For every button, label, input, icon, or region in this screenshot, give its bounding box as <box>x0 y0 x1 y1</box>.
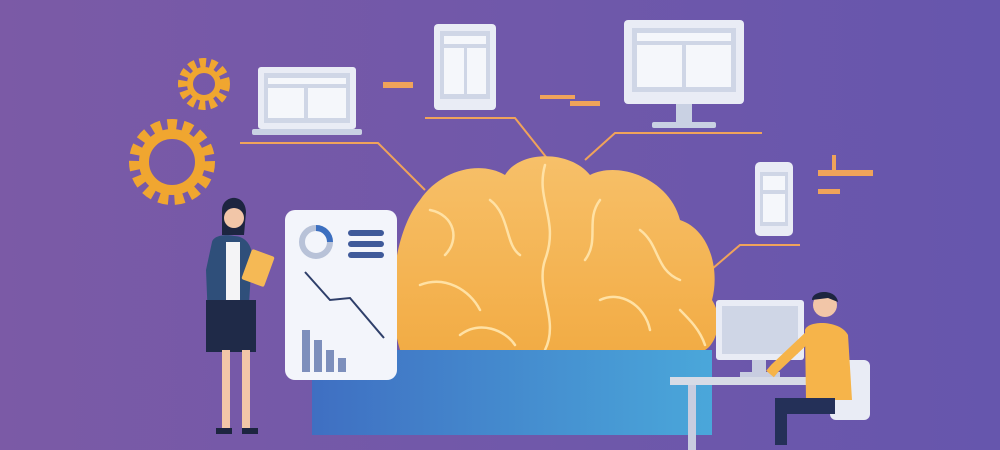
connector-lines <box>240 117 800 276</box>
smartphone-icon <box>755 162 793 236</box>
decor-dashes <box>383 82 873 194</box>
report-card-icon <box>285 210 397 380</box>
laptop-icon <box>252 67 362 135</box>
gear-icon <box>178 58 230 110</box>
gear-icon <box>129 119 215 205</box>
monitor-icon <box>624 20 744 128</box>
office-desk <box>670 300 870 450</box>
brain-icon <box>392 156 719 352</box>
woman-figure <box>206 197 275 434</box>
tablet-icon <box>434 24 496 110</box>
man-figure <box>766 292 870 445</box>
